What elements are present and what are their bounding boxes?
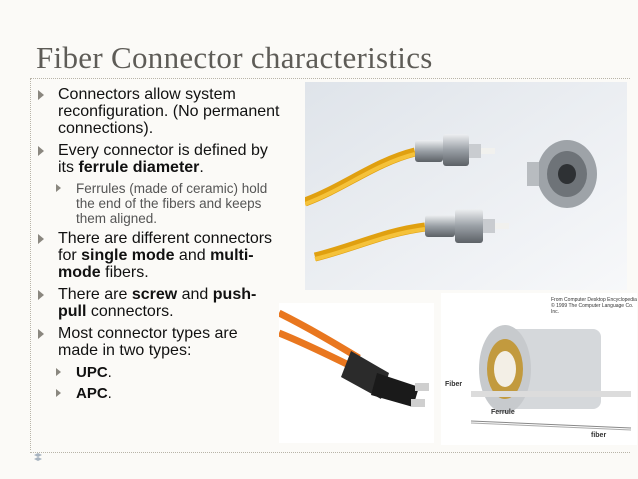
bullet-text: and (177, 286, 213, 303)
fc-connector-photo (305, 82, 627, 290)
triangle-bullet-icon (56, 389, 61, 397)
bullet-text: and (174, 247, 211, 264)
triangle-bullet-icon (38, 329, 44, 339)
bullet-item: Most connector types are made in two typ… (36, 325, 281, 359)
bullet-text: There are (58, 286, 132, 303)
triangle-bullet-icon (56, 184, 61, 192)
triangle-bullet-icon (38, 146, 44, 156)
bullet-item: There are screw and push-pull connectors… (36, 286, 281, 320)
bullet-text: . (199, 159, 204, 176)
bullet-text: There are different connectors for (58, 230, 273, 264)
sub-bullet-item: Ferrules (made of ceramic) hold the end … (54, 181, 281, 226)
triangle-bullet-icon (38, 290, 44, 300)
left-border (30, 78, 31, 450)
bullet-bold-text: multi-mode (58, 247, 254, 281)
bullet-bold-text: single mode (81, 247, 175, 264)
sub-bullet-text: . (107, 385, 112, 402)
bullet-text: connectors. (86, 303, 174, 320)
triangle-bullet-icon (56, 368, 61, 376)
bullet-bold-text: ferrule diameter (78, 159, 200, 176)
bullet-text: fibers. (100, 264, 149, 281)
bullet-item: Connectors allow system reconfiguration.… (36, 86, 281, 137)
bullet-text: Connectors allow system reconfiguration.… (58, 86, 280, 137)
bullet-item: There are different connectors for singl… (36, 230, 281, 281)
bullet-list: Connectors allow system reconfiguration.… (36, 86, 281, 406)
credit-line: © 1999 The Computer Language Co. Inc. (551, 303, 634, 315)
title-divider (30, 78, 630, 79)
bottom-divider (30, 452, 630, 453)
slide-title: Fiber Connector characteristics (36, 40, 433, 75)
bullet-bold-text: push-pull (58, 286, 257, 320)
ferrule-label: Ferrule (491, 409, 515, 416)
triangle-bullet-icon (38, 234, 44, 244)
triangle-bullet-icon (38, 90, 44, 100)
fiber-label: Fiber (445, 381, 463, 388)
bullet-text: Every connector is defined by its (58, 142, 268, 176)
sub-bullet-item: UPC. (54, 364, 281, 381)
sub-bullet-bold-text: APC (76, 385, 108, 402)
duplex-connector-photo (279, 303, 434, 443)
slide-nav-icon[interactable] (33, 453, 43, 463)
bullet-bold-text: screw (131, 286, 178, 303)
sub-bullet-bold-text: UPC (76, 364, 108, 381)
diagram-credit: From Computer Desktop Encyclopedia © 199… (551, 297, 637, 315)
bullet-item: Every connector is defined by its ferrul… (36, 142, 281, 176)
sub-bullet-text: Ferrules (made of ceramic) hold the end … (76, 181, 268, 226)
fiber-label-right: fiber (591, 432, 607, 439)
sub-bullet-item: APC. (54, 385, 281, 402)
credit-line: From Computer Desktop Encyclopedia (551, 297, 637, 303)
sub-bullet-text: . (107, 364, 112, 381)
ferrule-diagram: From Computer Desktop Encyclopedia © 199… (441, 293, 637, 445)
bullet-text: Most connector types are made in two typ… (58, 325, 238, 359)
